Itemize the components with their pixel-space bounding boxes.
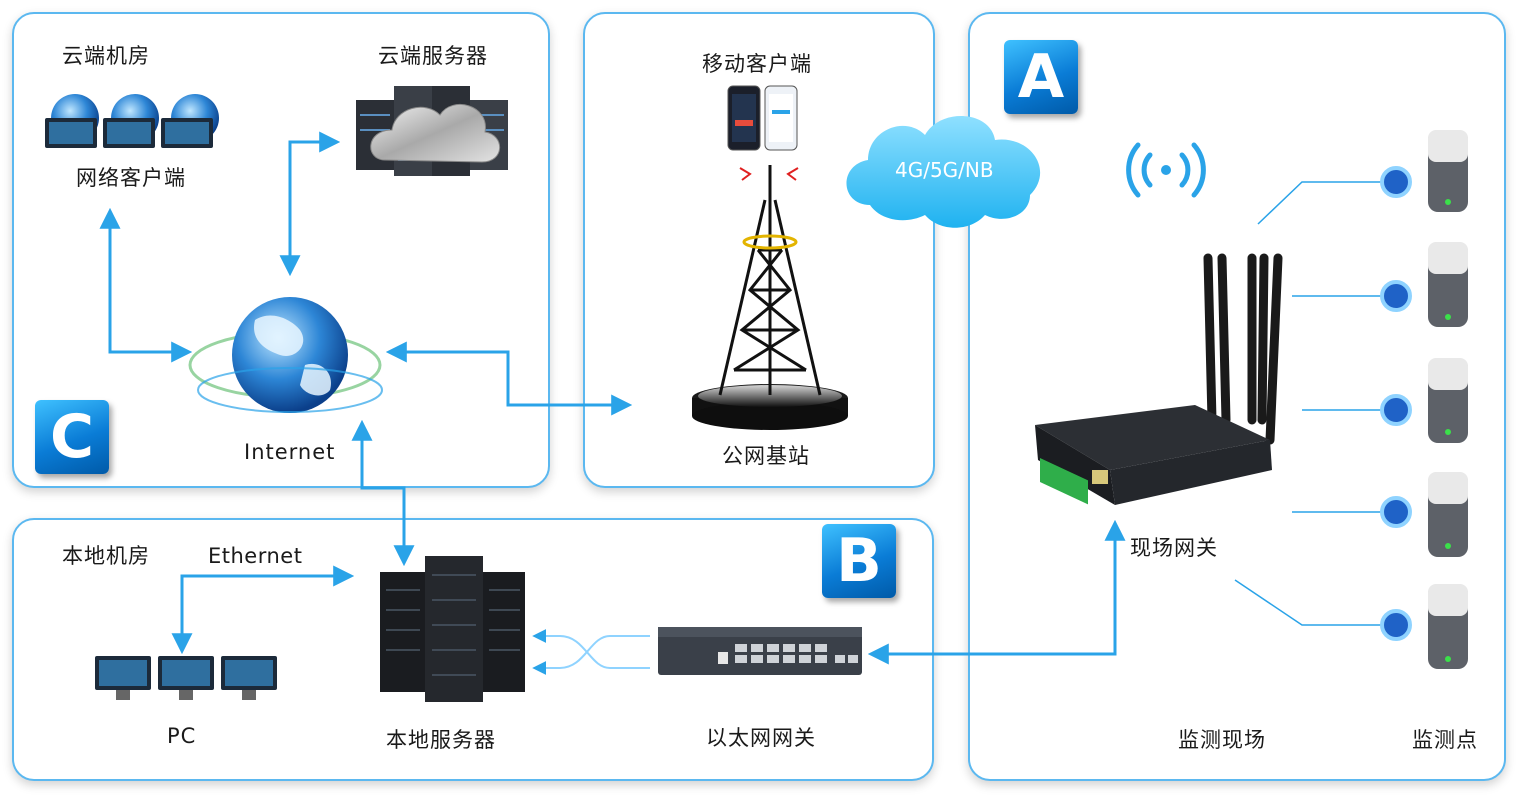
monitoring-site-label: 监测现场 [1178, 728, 1266, 752]
sensor-nodes [1380, 166, 1412, 641]
sensor-links [1234, 181, 1395, 626]
cloud-room-label: 云端机房 [62, 44, 150, 68]
sensor-5 [1428, 584, 1468, 669]
pc-monitors-icon [95, 656, 277, 700]
field-gateway-label: 现场网关 [1130, 536, 1218, 560]
monitoring-points-label: 监测点 [1412, 728, 1478, 752]
web-client-label: 网络客户端 [76, 166, 186, 190]
field-gateway-device-icon [1035, 253, 1283, 505]
mobile-phones-icon [727, 85, 798, 151]
monitoring-point-sensors [1428, 130, 1468, 669]
sensor-1 [1428, 130, 1468, 212]
internet-label: Internet [244, 440, 336, 464]
mobile-client-label: 移动客户端 [702, 52, 812, 76]
switch-server-links [532, 629, 650, 675]
badge-b: B [822, 524, 896, 598]
network-cloud-icon [846, 116, 1041, 228]
base-station-label: 公网基站 [722, 444, 810, 468]
internet-globe-icon [188, 297, 383, 413]
web-client-icon [45, 94, 219, 148]
ethernet-gateway-label: 以太网网关 [706, 726, 816, 750]
local-server-label: 本地服务器 [386, 728, 496, 752]
pc-label: PC [167, 724, 197, 748]
ethernet-label: Ethernet [208, 544, 303, 568]
sensor-3 [1428, 358, 1468, 443]
wireless-signal-icon [1126, 142, 1206, 198]
sensor-2 [1428, 242, 1468, 327]
connectors [99, 131, 1126, 665]
local-server-rack-icon [380, 556, 525, 702]
cloud-server-icon [356, 86, 508, 176]
badge-c: C [35, 400, 109, 474]
network-cloud-label: 4G/5G/NB [895, 158, 994, 182]
ethernet-switch-icon [658, 627, 862, 675]
cloud-server-label: 云端服务器 [378, 44, 488, 68]
badge-a: A [1004, 40, 1078, 114]
sensor-4 [1428, 472, 1468, 557]
base-station-tower-icon [692, 165, 848, 430]
local-room-label: 本地机房 [62, 544, 150, 568]
